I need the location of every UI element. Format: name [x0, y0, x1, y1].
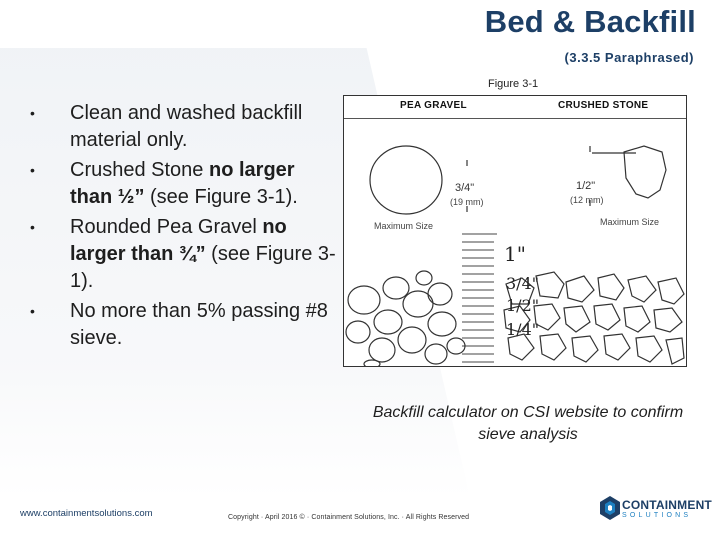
bullet-item: • Rounded Pea Gravel no larger than ¾” (s…	[30, 214, 340, 295]
bullet-text: Crushed Stone	[70, 159, 209, 181]
bullet-dot-icon: •	[30, 303, 35, 319]
bullet-text: Rounded Pea Gravel	[70, 216, 263, 238]
scale-label-1-2in: 1/2"	[506, 296, 540, 315]
bullet-item: • Clean and washed backfill material only…	[30, 100, 340, 154]
scale-label-3-4in: 3/4"	[506, 274, 540, 293]
figure-header: PEA GRAVEL CRUSHED STONE	[344, 96, 686, 119]
bullet-dot-icon: •	[30, 105, 35, 121]
bullet-dot-icon: •	[30, 219, 35, 235]
figure-caption: Figure 3-1	[488, 78, 539, 90]
bullet-item: • Crushed Stone no larger than ½” (see Fi…	[30, 157, 340, 211]
logo-word-solutions: SOLUTIONS	[622, 512, 692, 519]
footer-url[interactable]: www.containmentsolutions.com	[20, 508, 153, 519]
gravel-illustration	[345, 145, 685, 366]
pea-size-mm: (19 mm)	[450, 197, 484, 207]
slide-subtitle: (3.3.5 Paraphrased)	[564, 50, 694, 65]
bullet-text: Clean and washed backfill material only.	[70, 102, 303, 151]
logo-word-containment: CONTAINMENT	[622, 498, 712, 512]
pea-gravel-header: PEA GRAVEL	[400, 100, 467, 111]
figure-3-1: Figure 3-1 PEA GRAVEL CRUSHED STONE	[343, 78, 688, 368]
calculator-note: Backfill calculator on CSI website to co…	[372, 404, 684, 443]
pea-max-size-label: Maximum Size	[374, 221, 434, 231]
bullet-text: No more than 5% passing #8 sieve.	[70, 300, 328, 349]
bullet-text: no larger than ¾”	[70, 216, 287, 265]
bullet-text: (see Figure 3-1).	[144, 186, 298, 208]
scale-label-1-4in: 1/4"	[506, 320, 540, 339]
pea-size-label: 3/4"	[455, 182, 475, 194]
stone-size-label: 1/2"	[576, 180, 596, 192]
bullet-item: • No more than 5% passing #8 sieve.	[30, 298, 340, 352]
pea-gravel-pile-icon	[345, 270, 466, 366]
crushed-stone-icon	[623, 145, 667, 199]
footer-copyright: Copyright · April 2016 © · Containment S…	[228, 514, 470, 521]
slide-title: Bed & Backfill	[484, 4, 696, 39]
logo-mark-icon	[600, 496, 620, 520]
scale-label-1in: 1"	[504, 242, 526, 266]
bullet-list: • Clean and washed backfill material only…	[30, 100, 340, 355]
bullet-text: (see Figure 3-1).	[70, 243, 336, 292]
pea-gravel-stone-icon	[369, 145, 443, 215]
crushed-stone-pile-icon	[503, 271, 685, 365]
bullet-text: no larger than ½”	[70, 159, 295, 208]
company-logo: CONTAINMENT SOLUTIONS	[600, 496, 712, 524]
bullet-dot-icon: •	[30, 162, 35, 178]
stone-max-size-label: Maximum Size	[600, 217, 660, 227]
figure-box: PEA GRAVEL CRUSHED STONE	[343, 95, 687, 367]
crushed-stone-header: CRUSHED STONE	[558, 100, 649, 111]
stone-size-mm: (12 mm)	[570, 195, 604, 205]
